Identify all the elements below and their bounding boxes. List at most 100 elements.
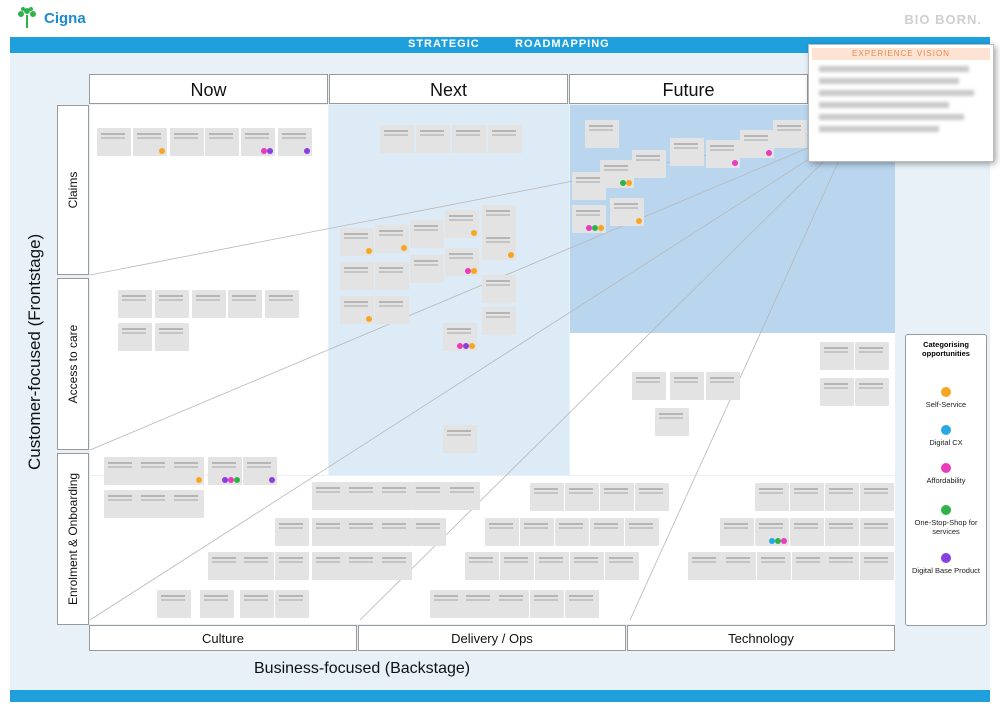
banner-left-text: STRATEGIC: [408, 38, 480, 50]
sticky-note: [312, 482, 346, 510]
category-dot: [775, 538, 781, 544]
category-dot: [401, 245, 407, 251]
sticky-note: [412, 482, 446, 510]
sticky-note: [312, 518, 346, 546]
sticky-note: [488, 125, 522, 153]
sticky-note: [446, 482, 480, 510]
sticky-note: [416, 125, 450, 153]
category-dot: [471, 268, 477, 274]
category-dot: [781, 538, 787, 544]
legend-item-self-service: Self-Service: [906, 387, 986, 409]
sticky-note: [378, 518, 412, 546]
column-header-future: Future: [569, 74, 808, 104]
sticky-note: [170, 457, 204, 485]
banner-right-text: ROADMAPPING: [515, 38, 610, 50]
sticky-note: [825, 518, 859, 546]
legend-dot: [941, 505, 951, 515]
category-dot: [234, 477, 240, 483]
sticky-note: [825, 483, 859, 511]
sticky-note: [118, 323, 152, 351]
sticky-note: [610, 198, 644, 226]
sticky-note: [755, 518, 789, 546]
sticky-note: [137, 457, 171, 485]
category-dot: [261, 148, 267, 154]
sticky-note: [485, 518, 519, 546]
sticky-note: [240, 590, 274, 618]
sticky-note: [790, 518, 824, 546]
sticky-note: [688, 552, 722, 580]
category-dot: [471, 230, 477, 236]
sticky-note: [412, 518, 446, 546]
sticky-note: [792, 552, 826, 580]
column-header-next: Next: [329, 74, 568, 104]
sticky-note: [820, 342, 854, 370]
x-axis-label: Business-focused (Backstage): [254, 660, 471, 677]
bottom-banner: [10, 690, 990, 702]
sticky-note: [600, 483, 634, 511]
sticky-note: [375, 262, 409, 290]
sticky-note: [445, 248, 479, 276]
cigna-logo: Cigna: [14, 6, 124, 32]
category-dot: [586, 225, 592, 231]
sticky-note: [378, 482, 412, 510]
legend-item-digital-cx: Digital CX: [906, 425, 986, 447]
sticky-note: [200, 590, 234, 618]
sticky-note: [104, 490, 138, 518]
sticky-note: [375, 296, 409, 324]
sticky-note: [495, 590, 529, 618]
category-dot: [592, 225, 598, 231]
category-dot: [228, 477, 234, 483]
sticky-note: [720, 518, 754, 546]
sticky-note: [670, 138, 704, 166]
sticky-note: [820, 378, 854, 406]
y-axis-label: Customer-focused (Frontstage): [25, 233, 44, 470]
sticky-note: [157, 590, 191, 618]
category-dot: [620, 180, 626, 186]
sticky-note: [378, 552, 412, 580]
legend-dot: [941, 425, 951, 435]
sticky-note: [773, 120, 807, 148]
top-banner: STRATEGIC ROADMAPPING: [10, 37, 990, 53]
sticky-note: [482, 205, 516, 233]
sticky-note: [655, 408, 689, 436]
sticky-note: [500, 552, 534, 580]
category-dot: [269, 477, 275, 483]
sticky-note: [118, 290, 152, 318]
row-header-enrolment: Enrolment & Onboarding: [57, 453, 89, 625]
legend-item-affordability: Affordability: [906, 463, 986, 485]
category-dot: [366, 316, 372, 322]
sticky-note: [860, 483, 894, 511]
sticky-note: [635, 483, 669, 511]
sticky-note: [825, 552, 859, 580]
partner-logo: BIO BORN.: [904, 12, 982, 27]
sticky-note: [137, 490, 171, 518]
category-dot: [766, 150, 772, 156]
sticky-note: [670, 372, 704, 400]
sticky-note: [585, 120, 619, 148]
category-dot: [769, 538, 775, 544]
tree-icon: [18, 7, 36, 28]
sticky-note: [340, 296, 374, 324]
sticky-note: [228, 290, 262, 318]
sticky-note: [452, 125, 486, 153]
category-dot: [267, 148, 273, 154]
sticky-note: [740, 130, 774, 158]
sticky-note: [205, 128, 239, 156]
sticky-note: [410, 255, 444, 283]
sticky-note: [243, 457, 277, 485]
sticky-note: [565, 483, 599, 511]
sticky-note: [632, 372, 666, 400]
sticky-note: [170, 490, 204, 518]
sticky-note: [706, 140, 740, 168]
sticky-note: [170, 128, 204, 156]
sticky-note: [482, 275, 516, 303]
legend-title: Categorising opportunities: [922, 340, 970, 358]
sticky-note: [572, 172, 606, 200]
sticky-note: [208, 457, 242, 485]
sticky-note: [340, 262, 374, 290]
section-header-delivery: Delivery / Ops: [358, 625, 626, 651]
sticky-note: [722, 552, 756, 580]
sticky-note: [104, 457, 138, 485]
legend-dot: [941, 463, 951, 473]
sticky-note: [565, 590, 599, 618]
